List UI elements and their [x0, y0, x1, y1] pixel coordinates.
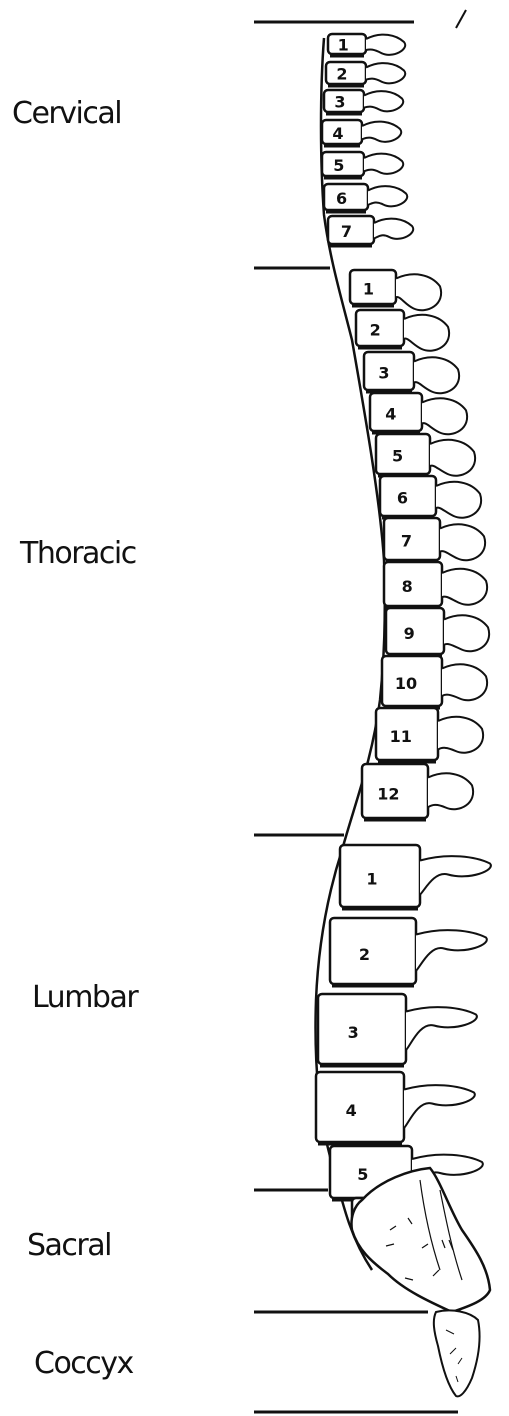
vertebra-number: 7 [341, 222, 352, 241]
spinous-process [428, 773, 473, 809]
vertebra-body [318, 994, 406, 1064]
vertebra-cervical-5: 5 [322, 152, 403, 178]
spinous-process [442, 569, 487, 605]
vertebra-thoracic-11: 11 [376, 708, 483, 762]
vertebra-number: 3 [348, 1023, 359, 1042]
spinous-process [396, 274, 441, 310]
spinous-process [422, 398, 467, 434]
vertebra-number: 9 [404, 624, 415, 643]
vertebra-cervical-7: 7 [328, 216, 413, 246]
vertebra-number: 4 [346, 1101, 357, 1120]
vertebra-body [380, 476, 436, 516]
vertebra-lumbar-4: 4 [316, 1072, 475, 1144]
vertebra-thoracic-1: 1 [350, 270, 441, 310]
vertebra-number: 1 [366, 870, 377, 889]
vertebra-number: 10 [395, 674, 417, 693]
vertebra-number: 2 [370, 320, 381, 339]
spinous-process [366, 35, 405, 55]
vertebra-thoracic-8: 8 [384, 562, 487, 608]
vertebra-number: 2 [336, 65, 347, 84]
vertebra-cervical-6: 6 [324, 184, 407, 212]
spinous-process [436, 482, 481, 518]
vertebra-number: 1 [338, 36, 349, 55]
spinous-process [364, 91, 403, 111]
sacrum [351, 1168, 490, 1312]
spinous-process [366, 63, 405, 83]
vertebra-number: 6 [336, 189, 347, 208]
vertebra-body [330, 918, 416, 984]
spinous-process [416, 930, 487, 971]
vertebra-thoracic-6: 6 [380, 476, 481, 518]
vertebra-thoracic-10: 10 [382, 656, 487, 708]
vertebra-number: 5 [357, 1165, 368, 1184]
spinous-process [430, 440, 475, 476]
vertebra-lumbar-2: 2 [330, 918, 487, 986]
coccyx [434, 1310, 480, 1396]
spinous-process [374, 219, 413, 239]
vertebra-number: 5 [392, 447, 403, 466]
vertebra-cervical-4: 4 [322, 120, 401, 146]
vertebra-number: 4 [332, 124, 343, 143]
vertebra-body [384, 562, 442, 606]
vertebra-number: 7 [401, 532, 412, 551]
vertebra-lumbar-3: 3 [318, 994, 477, 1066]
vertebra-number: 12 [377, 784, 399, 803]
spinous-process [362, 122, 401, 142]
vertebra-cervical-3: 3 [324, 90, 403, 114]
vertebra-body [384, 518, 440, 560]
vertebra-lumbar-1: 1 [340, 845, 491, 909]
vertebra-number: 1 [363, 279, 374, 298]
vertebra-number: 8 [402, 577, 413, 596]
vertebra-body [316, 1072, 404, 1142]
corner-tick [456, 10, 466, 28]
vertebra-layer: 1234567123456789101112123451 [316, 34, 491, 1224]
spinous-process [420, 856, 491, 895]
spinous-process [406, 1007, 477, 1050]
vertebra-body [340, 845, 420, 907]
vertebra-number: 2 [359, 945, 370, 964]
vertebra-body [386, 608, 444, 654]
vertebra-thoracic-4: 4 [370, 393, 467, 434]
vertebra-number: 11 [390, 727, 412, 746]
spinous-process [404, 1085, 475, 1128]
vertebra-thoracic-9: 9 [386, 608, 489, 656]
vertebra-thoracic-3: 3 [364, 352, 459, 393]
spinous-process [438, 717, 483, 753]
vertebra-cervical-1: 1 [328, 34, 405, 56]
spinous-process [440, 524, 485, 560]
vertebra-thoracic-5: 5 [376, 434, 475, 476]
spinous-process [364, 154, 403, 174]
vertebra-cervical-2: 2 [326, 62, 405, 86]
vertebra-number: 6 [397, 489, 408, 508]
spinous-process [414, 357, 459, 393]
vertebra-number: 3 [334, 93, 345, 112]
vertebra-number: 4 [385, 405, 396, 424]
vertebra-number: 5 [333, 156, 344, 175]
spinous-process [442, 664, 487, 700]
vertebra-number: 3 [378, 364, 389, 383]
spinous-process [444, 615, 489, 651]
spinous-process [404, 315, 449, 351]
vertebra-thoracic-7: 7 [384, 518, 485, 562]
spinous-process [368, 186, 407, 206]
vertebra-thoracic-2: 2 [356, 310, 449, 351]
vertebra-thoracic-12: 12 [362, 764, 473, 820]
